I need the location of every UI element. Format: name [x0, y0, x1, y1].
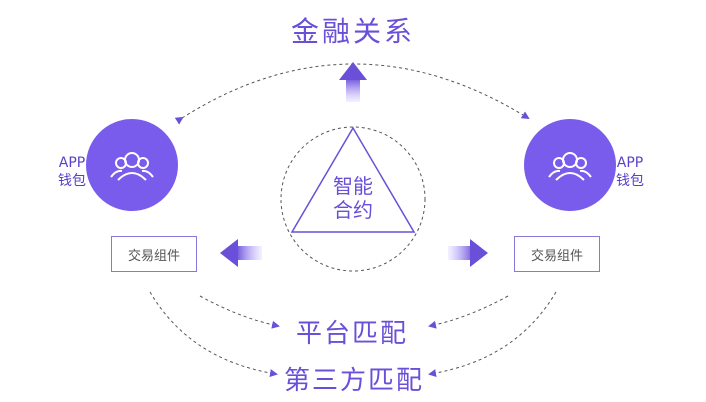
- users-icon: [548, 152, 592, 181]
- left-app-line1: APP: [58, 155, 86, 171]
- right-app-label: APP 钱包: [610, 154, 650, 190]
- up-arrow: [339, 62, 367, 102]
- arrow-left-to-platform: [199, 295, 280, 329]
- left-app-line2: 钱包: [58, 173, 86, 189]
- right-app-line2: 钱包: [616, 173, 644, 189]
- right-arrow: [448, 239, 488, 267]
- left-arrow: [220, 239, 262, 267]
- smart-contract-line1: 智能: [333, 174, 373, 198]
- smart-contract-triangle: [290, 126, 416, 233]
- title-financial-relation: 金融关系: [290, 15, 415, 48]
- left-wallet-circle: [86, 119, 178, 211]
- left-app-label: APP 钱包: [52, 154, 92, 190]
- right-trade-component: 交易组件: [514, 236, 600, 272]
- right-app-line1: APP: [616, 155, 644, 171]
- smart-contract-label: 智能 合约: [323, 174, 383, 222]
- right-wallet-circle: [524, 119, 616, 211]
- smart-contract-line2: 合约: [333, 198, 373, 222]
- arrow-left-to-third-party: [149, 291, 278, 377]
- arrow-right-to-platform: [428, 295, 509, 329]
- left-trade-component: 交易组件: [111, 236, 197, 272]
- users-icon: [110, 152, 154, 181]
- arrow-right-to-third-party: [428, 291, 557, 377]
- platform-matching-label: 平台匹配: [296, 319, 409, 349]
- third-party-matching-label: 第三方匹配: [284, 366, 425, 396]
